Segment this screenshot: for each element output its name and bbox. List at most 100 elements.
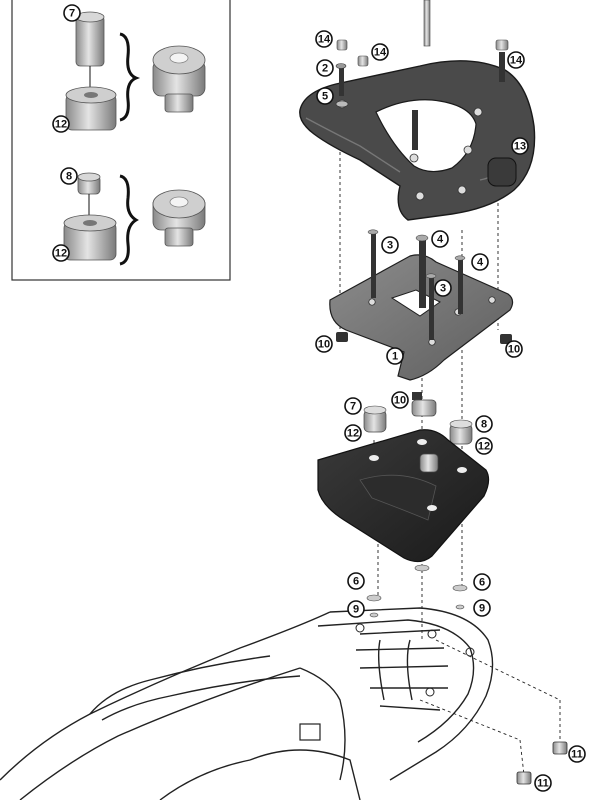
callout-ring bbox=[381, 236, 399, 254]
black-mounting-plate bbox=[317, 429, 490, 563]
callout-top-washer: 5 bbox=[316, 87, 334, 105]
callout-plate-nut-right: 10 bbox=[505, 340, 523, 358]
callout-spacer-nut: 10 bbox=[391, 391, 409, 409]
callout-ring bbox=[473, 599, 491, 617]
callout-ring bbox=[52, 115, 70, 133]
callout-ring bbox=[344, 397, 362, 415]
callout-ring bbox=[315, 30, 333, 48]
callout-ring bbox=[475, 415, 493, 433]
callout-inset-base-long: 12 bbox=[52, 115, 70, 133]
callout-ring bbox=[347, 600, 365, 618]
callout-top-nut-mid: 14 bbox=[371, 43, 389, 61]
callout-plate-nut-left: 10 bbox=[315, 335, 333, 353]
callout-ring bbox=[52, 244, 70, 262]
callout-ring bbox=[63, 4, 81, 22]
callout-frame-nut-upper: 11 bbox=[568, 745, 586, 763]
inset-base-short bbox=[63, 214, 117, 261]
callout-top-nut-right: 14 bbox=[507, 51, 525, 69]
inset-panel bbox=[11, 0, 231, 281]
callout-number: 12 bbox=[55, 248, 67, 260]
callout-ring bbox=[534, 774, 552, 792]
callout-number: 11 bbox=[571, 749, 583, 761]
callout-mid-bolt-left: 3 bbox=[381, 236, 399, 254]
callout-ring bbox=[431, 230, 449, 248]
callout-inset-base-short: 12 bbox=[52, 244, 70, 262]
callout-ring bbox=[473, 573, 491, 591]
callout-ring bbox=[60, 167, 78, 185]
callout-ring bbox=[507, 51, 525, 69]
callout-top-nut-left: 14 bbox=[315, 30, 333, 48]
callout-number: 2 bbox=[322, 63, 328, 75]
inset-assembled-short bbox=[152, 189, 206, 247]
callout-number: 10 bbox=[394, 395, 406, 407]
callout-mid-bolt-center-low: 3 bbox=[434, 279, 452, 297]
washers bbox=[366, 564, 468, 618]
callout-number: 3 bbox=[387, 240, 393, 252]
callout-number: 3 bbox=[440, 283, 446, 295]
inset-brace-lower bbox=[119, 174, 139, 266]
callout-number: 10 bbox=[508, 344, 520, 356]
callout-spacer-right-base: 12 bbox=[475, 437, 493, 455]
callout-ring bbox=[316, 59, 334, 77]
callout-ring bbox=[347, 572, 365, 590]
spacers-row bbox=[363, 392, 473, 445]
callout-number: 7 bbox=[69, 8, 75, 20]
callout-washer-left: 6 bbox=[347, 572, 365, 590]
callout-inset-spacer-long: 7 bbox=[63, 4, 81, 22]
callout-number: 4 bbox=[437, 234, 444, 246]
callout-mid-bolt-center-top: 4 bbox=[431, 230, 449, 248]
callout-ring bbox=[371, 43, 389, 61]
callout-number: 14 bbox=[318, 34, 331, 46]
callout-number: 12 bbox=[478, 441, 490, 453]
callout-number: 14 bbox=[374, 47, 387, 59]
callout-ring bbox=[316, 87, 334, 105]
inset-short-spacer bbox=[77, 172, 101, 195]
callout-number: 1 bbox=[392, 351, 398, 363]
callout-number: 11 bbox=[537, 778, 549, 790]
callout-ring bbox=[391, 391, 409, 409]
frame-nuts bbox=[516, 741, 568, 785]
callout-number: 14 bbox=[510, 55, 523, 67]
callout-labels: 7 12 8 12 14 14 14 2 5 13 3 4 3 4 10 10 1 10 7 12 8 12 6 6 9 9 11 1… bbox=[52, 4, 586, 792]
callout-frame-nut-lower: 11 bbox=[534, 774, 552, 792]
callout-top-bolt: 2 bbox=[316, 59, 334, 77]
callout-ring bbox=[471, 253, 489, 271]
callout-ring bbox=[386, 347, 404, 365]
callout-number: 9 bbox=[353, 604, 359, 616]
inset-base-long bbox=[65, 86, 117, 131]
callout-number: 8 bbox=[481, 419, 487, 431]
middle-bolts bbox=[336, 229, 512, 344]
callout-number: 6 bbox=[479, 577, 485, 589]
inset-brace-upper bbox=[119, 32, 141, 122]
callout-number: 9 bbox=[479, 603, 485, 615]
callout-plate-cap: 13 bbox=[511, 137, 529, 155]
callout-number: 5 bbox=[322, 91, 328, 103]
callout-ring bbox=[505, 340, 523, 358]
inset-long-spacer bbox=[75, 11, 105, 67]
motorcycle-tail-outline bbox=[0, 607, 494, 800]
callout-spacer-left-base: 12 bbox=[344, 424, 362, 442]
callout-plate-main: 1 bbox=[386, 347, 404, 365]
callout-inset-spacer-short: 8 bbox=[60, 167, 78, 185]
callout-small-washer-right: 9 bbox=[473, 599, 491, 617]
callout-mid-bolt-right: 4 bbox=[471, 253, 489, 271]
callout-ring bbox=[315, 335, 333, 353]
callout-number: 6 bbox=[353, 576, 359, 588]
callout-number: 4 bbox=[477, 257, 484, 269]
top-hardware bbox=[335, 0, 509, 150]
callout-ring bbox=[475, 437, 493, 455]
callout-number: 8 bbox=[66, 171, 72, 183]
callout-ring bbox=[511, 137, 529, 155]
callout-number: 7 bbox=[350, 401, 356, 413]
callout-number: 13 bbox=[514, 141, 526, 153]
callout-spacer-left-top: 7 bbox=[344, 397, 362, 415]
callout-small-washer-left: 9 bbox=[347, 600, 365, 618]
callout-washer-right: 6 bbox=[473, 573, 491, 591]
callout-number: 10 bbox=[318, 339, 330, 351]
callout-spacer-right-top: 8 bbox=[475, 415, 493, 433]
callout-ring bbox=[434, 279, 452, 297]
inset-assembled-long bbox=[152, 45, 206, 113]
callout-ring bbox=[344, 424, 362, 442]
callout-number: 12 bbox=[55, 119, 67, 131]
